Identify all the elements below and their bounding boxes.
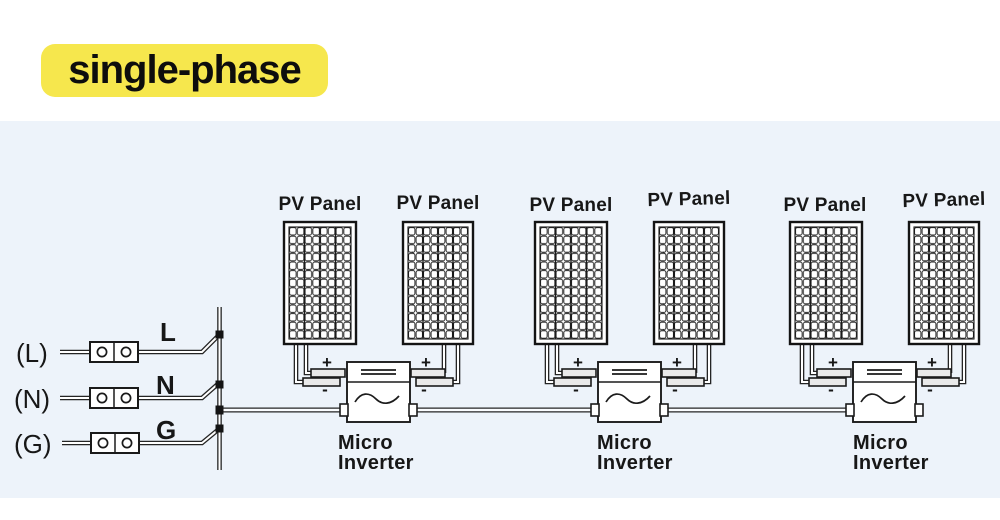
wire-letter-G: G	[156, 415, 177, 445]
terminal-L-label: (L)	[16, 338, 48, 368]
micro-inverter-label-2: Micro Inverter	[597, 433, 673, 473]
wire-letter-L: L	[160, 317, 176, 347]
title-badge: single-phase	[41, 44, 328, 97]
micro-inverter-label-1: Micro Inverter	[338, 433, 414, 473]
pv-panel-label-1: PV Panel	[278, 194, 362, 215]
terminal-N-label: (N)	[14, 384, 51, 414]
minus-label: -	[573, 380, 579, 399]
micro-inverter-label-1-line1: Micro	[338, 432, 393, 454]
micro-inverter-label-3-line1: Micro	[853, 432, 908, 454]
plus-label: +	[672, 353, 682, 372]
terminal-connector-blocks	[89, 341, 140, 454]
minus-label: -	[421, 380, 427, 399]
pv-pair-1	[284, 222, 473, 422]
pv-pair-3	[790, 222, 979, 422]
micro-inverter-label-3-line2: Inverter	[853, 452, 929, 474]
plus-label: +	[322, 353, 332, 372]
micro-inverter-label-1-line2: Inverter	[338, 452, 414, 474]
bus-bar	[215, 307, 224, 470]
pv-panel-label-6: PV Panel	[902, 188, 986, 213]
terminal-G-label: (G)	[14, 429, 52, 459]
pv-panel-label-3: PV Panel	[529, 195, 613, 216]
minus-label: -	[672, 380, 678, 399]
micro-inverter-label-3: Micro Inverter	[853, 433, 929, 473]
pv-panel-label-2: PV Panel	[396, 193, 480, 214]
plus-label: +	[927, 353, 937, 372]
pv-panel-label-4: PV Panel	[647, 187, 731, 212]
micro-inverter-label-2-line1: Micro	[597, 432, 652, 454]
minus-label: -	[927, 380, 933, 399]
plus-label: +	[573, 353, 583, 372]
minus-label: -	[828, 380, 834, 399]
input-wires	[60, 333, 221, 446]
plus-label: +	[828, 353, 838, 372]
minus-label: -	[322, 380, 328, 399]
wire-letter-N: N	[156, 370, 175, 400]
pv-pair-2	[535, 222, 724, 422]
pv-panel-label-5: PV Panel	[783, 195, 867, 216]
plus-label: +	[421, 353, 431, 372]
micro-inverter-label-2-line2: Inverter	[597, 452, 673, 474]
